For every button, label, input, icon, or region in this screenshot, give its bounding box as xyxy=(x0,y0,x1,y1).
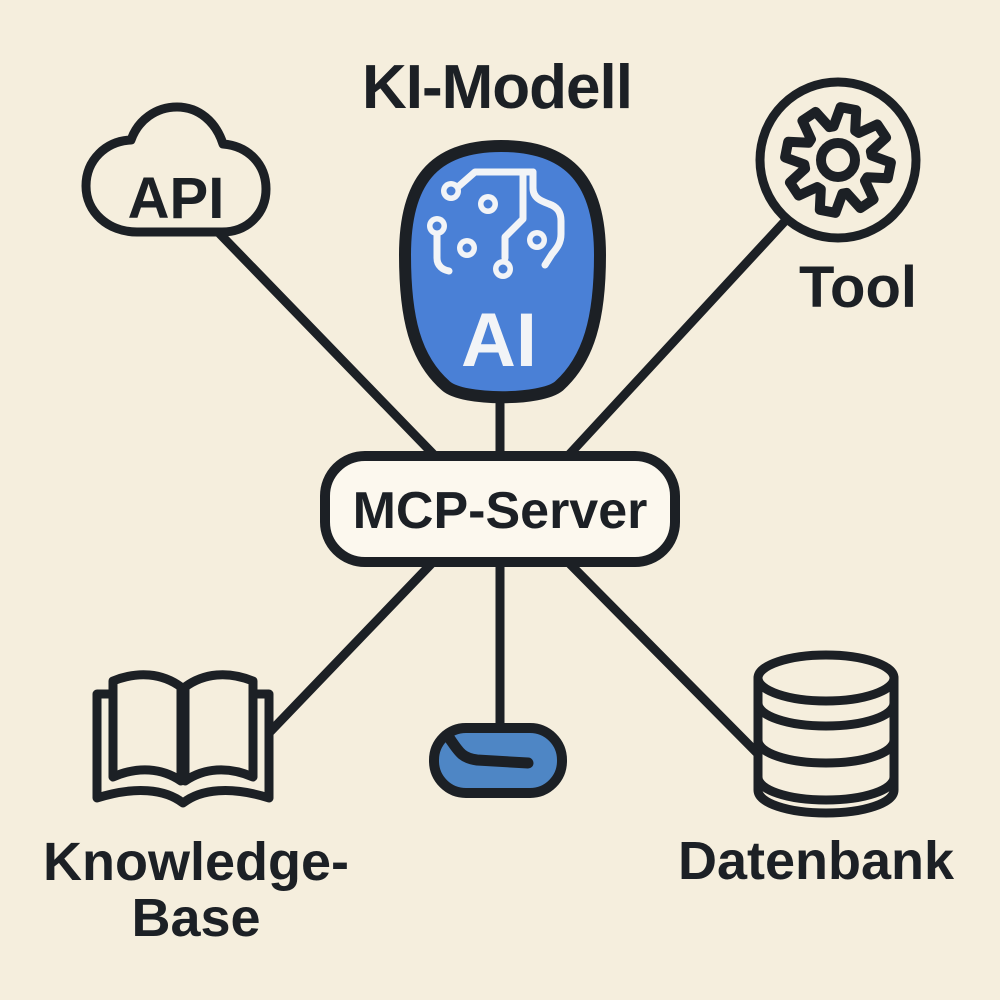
cloud-icon xyxy=(81,102,271,237)
tool-label: Tool xyxy=(799,255,917,320)
database-band xyxy=(753,772,899,805)
node-connector xyxy=(429,723,567,798)
ai-badge: AI xyxy=(461,298,537,383)
ai-head-circuit-icon: AI xyxy=(399,140,606,404)
node-datenbank: Datenbank xyxy=(678,650,955,891)
database-top xyxy=(753,650,899,706)
node-ki-modell: KI-Modell AI xyxy=(362,53,633,404)
open-book-icon xyxy=(92,670,274,808)
circuit-trace xyxy=(455,168,537,190)
connector-squiggle xyxy=(444,733,534,769)
knowledge-base-label-line2: Base xyxy=(131,888,260,948)
edge-database-mcp xyxy=(562,556,765,761)
circuit-trace xyxy=(529,168,565,269)
book-right-page xyxy=(180,670,258,786)
mcp-server-label: MCP-Server xyxy=(353,482,648,540)
edge-api-mcp xyxy=(213,227,442,463)
edges xyxy=(213,215,791,761)
edge-tool-mcp xyxy=(561,215,791,463)
database-band xyxy=(753,698,899,731)
node-mcp-server: MCP-Server xyxy=(320,451,680,567)
mcp-server-box xyxy=(320,451,680,567)
circuit-trace xyxy=(501,168,527,262)
circuit-nodes xyxy=(427,181,547,279)
datenbank-label: Datenbank xyxy=(678,831,955,891)
database-band xyxy=(753,735,899,768)
ki-modell-title: KI-Modell xyxy=(362,53,632,122)
database-body xyxy=(753,673,899,818)
gear-icon xyxy=(780,102,896,218)
circuit-trace xyxy=(433,232,453,275)
tool-circle xyxy=(755,77,921,243)
node-tool: Tool xyxy=(755,77,921,320)
connector-pill-icon xyxy=(429,723,567,798)
node-api: API xyxy=(81,102,271,237)
gear-hole xyxy=(816,138,860,182)
api-label: API xyxy=(128,166,225,231)
edge-knowledge-mcp xyxy=(263,556,439,739)
book-left-page xyxy=(108,670,186,786)
knowledge-base-label-line1: Knowledge- xyxy=(43,832,349,892)
node-knowledge-base: Knowledge- Base xyxy=(43,670,349,948)
database-cylinder-icon xyxy=(753,650,899,818)
